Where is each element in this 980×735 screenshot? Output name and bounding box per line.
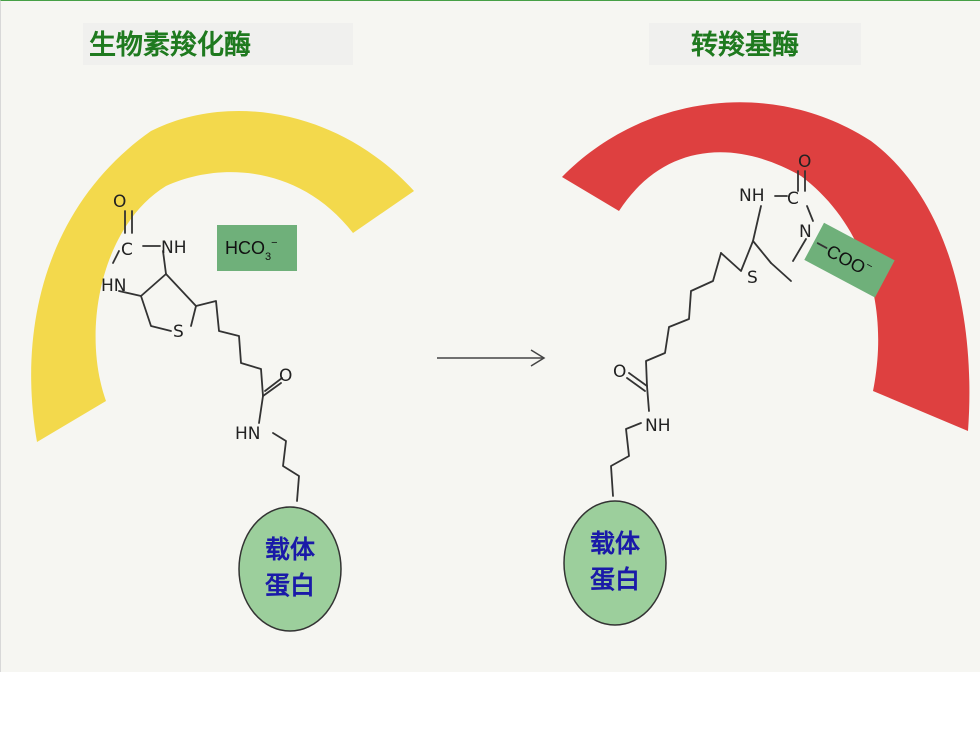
left-carbonyl-o: O: [113, 192, 126, 212]
left-title: 生物素羧化酶: [89, 29, 251, 61]
left-title-bg: [83, 23, 353, 65]
transcarboxylase-enzyme: [562, 102, 970, 431]
right-title-bg: [649, 23, 861, 65]
right-carrier-protein: 载体 蛋白: [563, 500, 667, 626]
reaction-arrow: [437, 349, 546, 367]
right-nh: NH: [739, 186, 765, 206]
left-amide-o: O: [279, 366, 292, 386]
right-protein-line1: 载体: [590, 529, 641, 558]
left-carrier-protein: 载体 蛋白: [238, 506, 342, 632]
right-amide-o: O: [613, 362, 626, 382]
right-amide-nh: NH: [645, 416, 671, 436]
bicarbonate-sub: 3: [265, 251, 271, 263]
left-amide-hn: HN: [235, 424, 261, 444]
bicarbonate-sup: −: [271, 237, 277, 249]
biotin-carboxylation-diagram: 生物素羧化酶 O C NH HN S O HN: [31, 23, 970, 632]
left-sulfur: S: [173, 322, 184, 342]
right-sulfur: S: [747, 268, 758, 288]
bicarbonate-main: HCO: [225, 238, 265, 258]
carboxyl-group-label: COO−: [804, 222, 895, 298]
carboxyl-sup: −: [864, 259, 875, 273]
left-biotin-molecule: O C NH HN S O HN: [101, 192, 300, 502]
bicarbonate-box: [217, 225, 297, 271]
right-biotin-molecule: O NH C N S O NH: [610, 152, 814, 497]
right-protein-line2: 蛋白: [590, 565, 640, 594]
carboxyl-box: [804, 222, 895, 298]
right-urea-c: C: [787, 189, 799, 209]
left-hn: HN: [101, 276, 127, 296]
svg-text:HCO3−: HCO3−: [225, 237, 278, 263]
biotin-carboxylase-enzyme: [31, 111, 415, 442]
left-protein-line2: 蛋白: [265, 571, 315, 600]
bicarbonate-label: HCO3−: [217, 225, 297, 271]
right-panel: 转羧基酶 O NH C N S O NH: [562, 23, 970, 626]
left-panel: 生物素羧化酶 O C NH HN S O HN: [31, 23, 415, 632]
left-protein-line1: 载体: [265, 535, 316, 564]
right-n: N: [799, 222, 812, 242]
right-carbonyl-o: O: [798, 152, 811, 172]
left-nh: NH: [161, 238, 187, 258]
slide-frame: 生物素羧化酶 O C NH HN S O HN: [0, 0, 980, 672]
right-title: 转羧基酶: [691, 29, 799, 61]
left-urea-c: C: [121, 240, 133, 260]
